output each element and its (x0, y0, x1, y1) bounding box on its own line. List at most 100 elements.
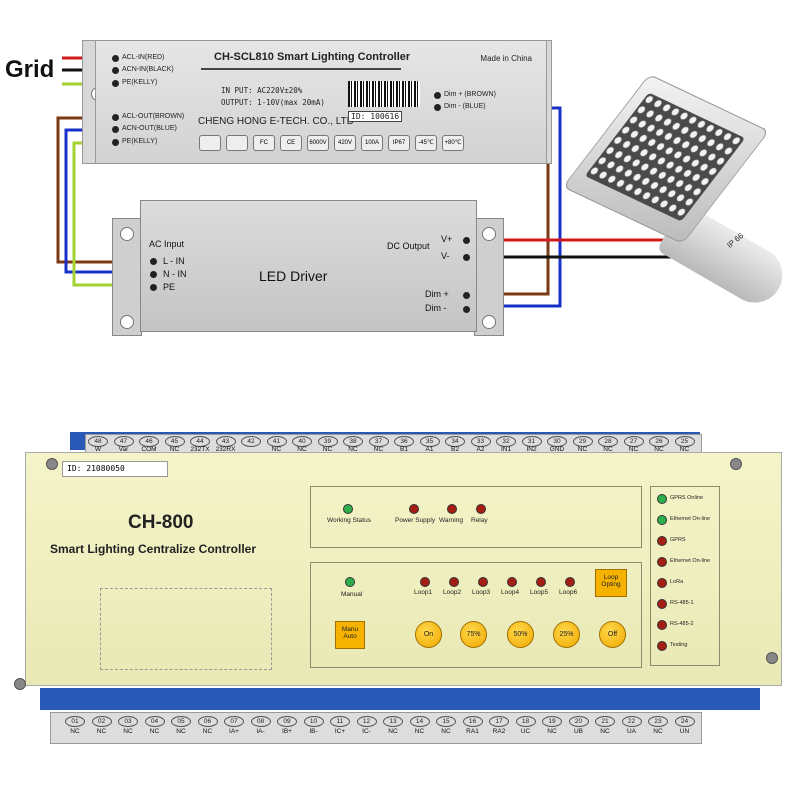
input-label: PE (163, 282, 176, 292)
comm-label: LoRa (670, 579, 684, 585)
terminal-number: 31 (521, 436, 542, 447)
terminal-label: UA (626, 728, 637, 735)
terminal-number: 20 (568, 716, 589, 727)
control-panel: Manual Loop1 Loop2 Loop3 Loop4 Loop5 Loo… (310, 562, 642, 668)
terminal-number-text: 23 (648, 716, 668, 727)
terminal-number-text: 42 (241, 436, 261, 447)
status-panel: Working Status Power Supply Warning Rela… (310, 486, 642, 548)
output-spec: OUTPUT: 1-10V(max 20mA) (221, 98, 325, 107)
comm-label: GPRS Online (670, 495, 704, 501)
button-line: Loop (603, 574, 619, 581)
terminal-label: IA- (256, 728, 265, 735)
device-subtitle: Smart Lighting Centralize Controller (50, 542, 257, 556)
comm-label: RS-485-2 (670, 621, 694, 627)
barcode (348, 81, 420, 107)
loop-label: Loop5 (530, 589, 549, 596)
terminal-label: NC (547, 728, 557, 735)
terminal-number-text: 07 (224, 716, 244, 727)
terminal-number: 18 (515, 716, 536, 727)
controller-title: CH-SCL810 Smart Lighting Controller (214, 51, 411, 63)
terminal-number-text: 02 (91, 716, 112, 727)
terminal-dot (112, 55, 119, 62)
terminal-number: 16 (462, 716, 483, 727)
terminal-number: 28 (598, 436, 618, 447)
lighting-controller: CH-SCL810 Smart Lighting Controller Made… (95, 40, 547, 164)
terminal-number: 11 (330, 716, 350, 727)
terminal-number: 35 (419, 436, 440, 447)
loop-label: Loop6 (559, 589, 578, 596)
terminal-number-text: 21 (595, 716, 615, 727)
terminal-number: 46 (139, 436, 159, 447)
terminal-label: PE(KELLY) (122, 79, 158, 86)
terminal-label: IA+ (229, 728, 239, 735)
terminal-number: 10 (303, 716, 324, 727)
cert-badge: 6000V (307, 135, 329, 151)
terminal-label: NC (271, 446, 282, 453)
terminal-number-text: 41 (266, 436, 287, 447)
terminal-number-text: 43 (215, 436, 236, 447)
terminal-number: 17 (489, 716, 509, 727)
dim-label: Dim - (425, 303, 447, 313)
terminal-dot (112, 114, 119, 121)
input-label: N - IN (163, 269, 187, 279)
screw (14, 678, 26, 690)
comm-label: Ethernet On-line (670, 558, 711, 564)
terminal-number: 05 (171, 716, 191, 727)
off-button[interactable]: Off (599, 621, 626, 648)
terminal-number-text: 26 (649, 436, 669, 447)
terminal-number: 25 (674, 436, 695, 447)
loop-opting-button[interactable]: Loop Opting (595, 569, 627, 597)
terminal-label: NC (373, 446, 384, 453)
comm-label: GPRS (670, 537, 686, 543)
terminal-number-text: 30 (547, 436, 567, 447)
terminal-label: NC (441, 728, 451, 735)
terminal-label: COM (141, 446, 157, 453)
comm-led (657, 557, 667, 567)
50-percent-button[interactable]: 50% (507, 621, 534, 648)
ac-input-label: AC Input (149, 239, 185, 249)
terminal-label: NC (297, 446, 307, 453)
terminal-label: IC- (362, 728, 371, 735)
terminal-dot (463, 254, 470, 261)
terminal-label: NC (176, 728, 186, 735)
25-percent-button[interactable]: 25% (553, 621, 580, 648)
terminal-number-text: 37 (368, 436, 389, 447)
device-model: CH-800 (128, 512, 194, 533)
terminal-label: 232RX (215, 446, 236, 453)
cert-badge: -45℃ (415, 135, 437, 151)
manu-auto-button[interactable]: Manu Auto (335, 621, 365, 649)
terminal-label: IN2 (526, 446, 537, 453)
power-led (409, 504, 419, 514)
relay-led (476, 504, 486, 514)
terminal-label: UN (679, 728, 690, 735)
terminal-number-text: 45 (164, 436, 185, 447)
terminal-number: 02 (91, 716, 112, 727)
terminal-number-text: 48 (88, 436, 108, 447)
status-label: Relay (471, 517, 488, 524)
terminal-number: 09 (277, 716, 297, 727)
loop-label: Loop4 (501, 589, 520, 596)
terminal-dot (150, 284, 157, 291)
loop-label: Loop3 (472, 589, 491, 596)
terminal-label: ACL-IN(RED) (122, 54, 165, 61)
terminal-label: ACN-OUT(BLUE) (122, 125, 177, 132)
terminal-number: 06 (197, 716, 218, 727)
terminal-number: 30 (547, 436, 567, 447)
screw (730, 458, 742, 470)
terminal-number-text: 39 (317, 436, 338, 447)
comm-led (657, 536, 667, 546)
terminal-label: B1 (400, 446, 408, 453)
terminal-label: NC (577, 446, 588, 453)
on-button[interactable]: On (415, 621, 442, 648)
input-label: L - IN (163, 256, 185, 266)
dim-label: Dim - (BLUE) (444, 103, 486, 110)
terminal-label: NC (322, 446, 333, 453)
cert-badge: CE (280, 135, 302, 151)
75-percent-button[interactable]: 75% (460, 621, 487, 648)
cert-badge: 420V (334, 135, 356, 151)
bottom-terminal-rail (40, 688, 760, 710)
terminal-number-text: 40 (292, 436, 312, 447)
terminal-number-text: 33 (470, 436, 491, 447)
terminal-number-text: 34 (445, 436, 465, 447)
